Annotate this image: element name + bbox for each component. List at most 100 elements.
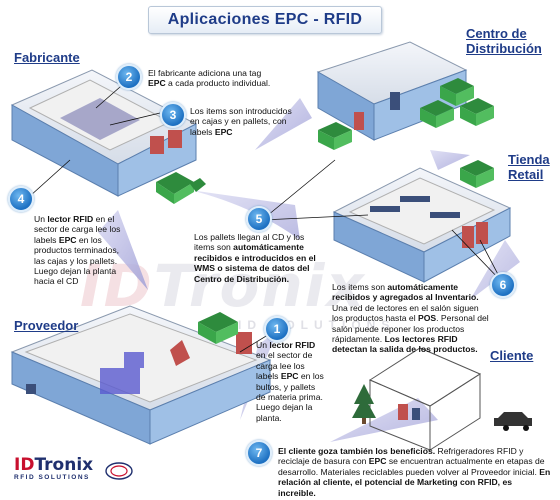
tree-icon	[352, 384, 376, 424]
step-text-line: los productos hasta el POS. Personal del	[332, 313, 502, 323]
step-text-bold: EPC	[214, 126, 233, 137]
step-text-line: El cliente goza también los beneficios. …	[278, 446, 552, 456]
step-text-line: recibidos e introducidos en el	[194, 253, 344, 263]
step-text-bold: POS	[418, 313, 437, 324]
step-text-line: sector de carga lee los	[34, 224, 144, 234]
step-text-run: hacia el CD	[34, 276, 79, 287]
step-text-run: en el sector de	[256, 350, 313, 361]
step-text-run: a cada producto individual.	[165, 78, 271, 89]
step-7-text: El cliente goza también los beneficios. …	[278, 446, 552, 498]
step-text-run: salón puede reponer los productos	[332, 323, 465, 334]
step-text-run: bultos, y pallets	[256, 381, 316, 392]
step-text-line: en el sector de	[256, 350, 346, 360]
step-text-bold: El cliente goza también los beneficios.	[278, 446, 436, 456]
step-text-line: EPC a cada producto individual.	[148, 78, 318, 88]
step-text-line: WMS o sistema de datos del	[194, 263, 344, 273]
step-text-line: rápidamente. Los lectores RFID	[332, 334, 502, 344]
step-text-run: Refrigeradores RFID y	[435, 446, 524, 456]
step-text-line: desarrollo. Materiales reciclables puede…	[278, 467, 552, 477]
step-4-badge: 4	[8, 186, 34, 212]
step-text-run: Un	[34, 214, 48, 224]
step-text-bold: lector RFID	[47, 214, 94, 224]
step-text-bold: EPC	[280, 371, 299, 382]
step-text-bold: EPC	[58, 234, 77, 245]
step-text-bold: automáticamente	[233, 242, 304, 253]
truck-proveedor	[198, 312, 238, 344]
step-text-bold: Los lectores RFID	[384, 334, 458, 345]
step-text-bold: relación al cliente, el potencial de Mar…	[278, 477, 513, 498]
step-text-line: labels EPC	[190, 127, 320, 137]
watermark-sub: RFID SOLUTIONS	[210, 318, 396, 332]
step-text-line: de materia prima.	[256, 392, 346, 402]
car-icon	[494, 412, 532, 431]
step-text-bold: En	[539, 466, 551, 477]
step-text-bold: Centro de Distribución.	[194, 273, 290, 284]
step-text-line: Una red de lectores en el salón siguen	[332, 303, 502, 313]
step-text-run: Los items son introducidos	[190, 106, 292, 116]
truck-tienda	[460, 160, 494, 188]
step-text-run: en cajas y en pallets, con	[190, 116, 287, 127]
step-text-run: Luego dejan la planta	[34, 266, 117, 277]
step-text-run: sector de carga lee los	[34, 224, 121, 235]
section-cliente: Cliente	[490, 348, 534, 363]
step-text-line: Luego dejan la	[256, 402, 346, 412]
tienda-building	[332, 167, 512, 283]
step-text-line: bultos, y pallets	[256, 382, 346, 392]
step-text-run: en los	[298, 371, 324, 382]
step-text-line: relación al cliente, el potencial de Mar…	[278, 477, 552, 498]
step-text-line: labels EPC en los	[256, 371, 346, 381]
step-text-line: carga lee los	[256, 361, 346, 371]
trucks-centro	[318, 78, 494, 150]
step-text-bold: lector RFID	[269, 340, 316, 350]
step-text-line: labels EPC en los	[34, 235, 144, 245]
truck-fabricante	[156, 172, 206, 204]
step-text-run: en los	[76, 234, 102, 245]
step-text-line: Un lector RFID en el	[34, 214, 144, 224]
step-text-bold: automáticamente	[387, 282, 459, 292]
watermark: IDTronix	[80, 252, 366, 320]
step-text-run: desarrollo. Materiales reciclables puede…	[278, 466, 540, 477]
step-text-line: reciclaje de basura con EPC se encuentra…	[278, 456, 552, 466]
page-title: Aplicaciones EPC - RFID	[148, 6, 382, 34]
step-text-line: recibidos y agregados al Inventario.	[332, 292, 502, 302]
step-text-line: Luego dejan la planta	[34, 266, 144, 276]
step-text-run: Los pallets llegan al CD y los	[194, 232, 305, 242]
step-text-run: Luego dejan la	[256, 402, 313, 413]
step-text-line: Los pallets llegan al CD y los	[194, 232, 344, 242]
step-text-run: labels	[256, 371, 281, 382]
step-text-run: se encuentran actualmente en etapas de	[386, 456, 545, 467]
section-proveedor: Proveedor	[14, 318, 79, 333]
step-text-bold: EPC	[368, 456, 387, 467]
step-text-run: carga lee los	[256, 360, 305, 371]
logo-swoosh-icon	[105, 462, 133, 480]
step-text-line: salón puede reponer los productos	[332, 324, 502, 334]
step-text-run: Un	[256, 340, 270, 350]
step-text-bold: EPC	[148, 78, 166, 89]
fabricante-building	[10, 69, 198, 197]
step-text-bold: recibidos e introducidos en el	[194, 252, 316, 263]
step-text-run: Los items son	[332, 282, 388, 292]
step-text-line: Los items son automáticamente	[332, 282, 502, 292]
step-text-run: labels	[190, 126, 215, 137]
step-text-run: planta.	[256, 412, 282, 423]
step-text-bold: WMS o sistema de datos del	[194, 263, 310, 274]
step-text-line: las cajas y los pallets.	[34, 256, 144, 266]
step-6-badge: 6	[490, 272, 516, 298]
step-text-run: items son	[194, 242, 234, 253]
step-text-run: Una red de lectores en el salón siguen	[332, 302, 479, 313]
step-text-bold: recibidos y agregados al Inventario.	[332, 292, 479, 303]
step-text-run: en el	[93, 214, 115, 224]
step-text-line: El fabricante adiciona una tag	[148, 68, 318, 78]
step-text-line: items son automáticamente	[194, 242, 344, 252]
section-fabricante: Fabricante	[14, 50, 80, 65]
step-2-badge: 2	[116, 64, 142, 90]
